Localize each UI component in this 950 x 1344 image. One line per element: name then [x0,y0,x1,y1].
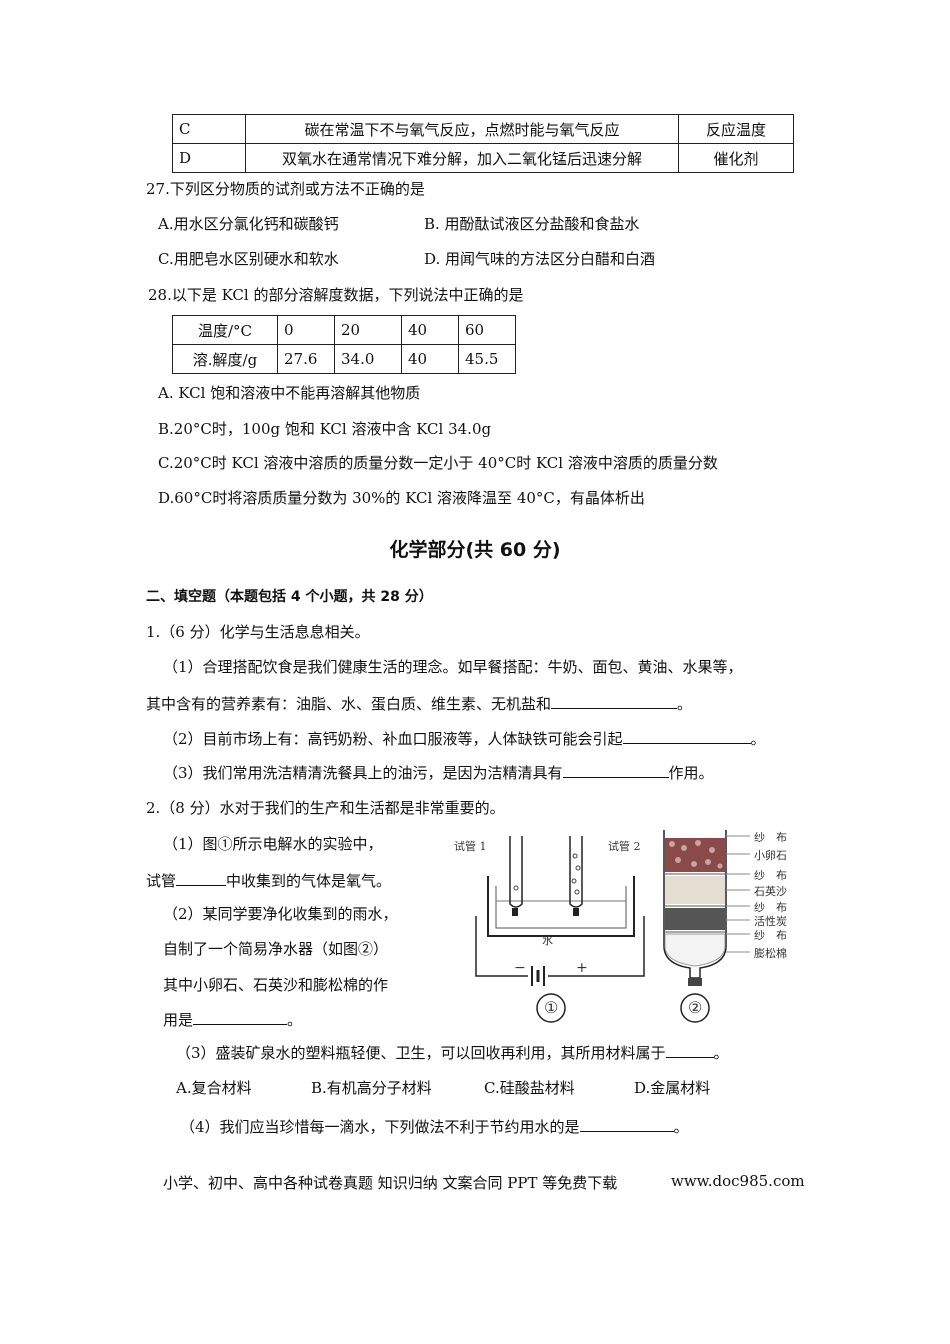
q1-part1-line1: （1）合理搭配饮食是我们健康生活的理念。如早餐搭配：牛奶、面包、黄油、水果等， [163,658,743,676]
table-cell: 20 [334,315,402,345]
table-cell: 45.5 [458,344,516,374]
punct: 。 [673,1118,689,1136]
q2-part2-text-a: 用是 [163,1011,194,1029]
q27-option-a: A.用水区分氯化钙和碳酸钙 [158,215,339,233]
table-cell: 40 [401,315,459,345]
solubility-table: 温度/°C 0 20 40 60 溶.解度/g 27.6 34.0 40 45.… [172,315,516,374]
q1-part3-end: 作用。 [668,764,714,782]
q2-part2-line4: 用是 。 [163,1009,302,1030]
q2-part1-text-b: 中收集到的气体是氧气。 [226,872,392,890]
table-cell: 溶.解度/g [172,344,278,374]
footer-link[interactable]: www.doc985.com [671,1172,805,1190]
q2-part3-option-c: C.硅酸盐材料 [484,1079,575,1097]
q1-stem: 1.（6 分）化学与生活息息相关。 [146,623,370,641]
q1-part2: （2）目前市场上有：高钙奶粉、补血口服液等，人体缺铁可能会引起 。 [163,728,766,749]
q2-stem: 2.（8 分）水对于我们的生产和生活都是非常重要的。 [146,799,505,817]
table-cell: 27.6 [277,344,335,374]
q1-part3: （3）我们常用洗洁精清洗餐具上的油污，是因为洁精清具有 作用。 [163,762,714,783]
section-title: 化学部分(共 60 分) [389,539,561,561]
row-factor: 催化剂 [678,143,794,173]
q27-stem: 27.下列区分物质的试剂或方法不正确的是 [146,180,425,198]
answer-blank[interactable] [193,1009,288,1025]
punct: 。 [287,1011,303,1029]
layer-label: 纱 布 [754,869,787,882]
layer-label: 纱 布 [754,929,787,942]
q2-part3-option-d: D.金属材料 [634,1079,711,1097]
punct: 。 [750,730,766,748]
q27-option-d: D. 用闻气味的方法区分白醋和白酒 [424,250,656,268]
layer-label: 纱 布 [754,901,787,914]
table-row: 溶.解度/g 27.6 34.0 40 45.5 [172,344,516,374]
row-content: 碳在常温下不与氧气反应，点燃时能与氧气反应 [245,114,679,144]
layer-label: 小卵石 [754,849,787,862]
q28-option-c: C.20°C时 KCl 溶液中溶质的质量分数一定小于 40°C时 KCl 溶液中… [158,454,718,472]
section-heading: 二、填空题（本题包括 4 个小题，共 28 分） [146,589,433,605]
q28-stem: 28.以下是 KCl 的部分溶解度数据，下列说法中正确的是 [148,286,524,304]
punct: 。 [677,695,693,713]
row-label: C [172,114,246,144]
q2-part2-line3: 其中小卵石、石英沙和膨松棉的作 [163,976,389,994]
q1-part3-text: （3）我们常用洗洁精清洗餐具上的油污，是因为洁精清具有 [163,764,563,782]
q28-option-b: B.20°C时，100g 饱和 KCl 溶液中含 KCl 34.0g [158,420,492,438]
q1-part1-line2: 其中含有的营养素有：油脂、水、蛋白质、维生素、无机盐和 。 [146,693,692,714]
q2-part3: （3）盛装矿泉水的塑料瓶轻便、卫生，可以回收再利用，其所用材料属于 。 [176,1042,729,1063]
table-cell: 34.0 [334,344,402,374]
table-row: C 碳在常温下不与氧气反应，点燃时能与氧气反应 反应温度 [172,114,794,144]
figure2-caption: ② [688,998,703,1017]
water-label: 水 [542,934,553,947]
footer-text: 小学、初中、高中各种试卷真题 知识归纳 文案合同 PPT 等免费下载 [163,1174,618,1192]
answer-blank[interactable] [622,728,751,744]
answer-blank[interactable] [562,762,669,778]
table-cell: 温度/°C [172,315,278,345]
layer-label: 石英沙 [754,885,787,898]
table-cell: 60 [458,315,516,345]
plus-label: + [576,960,588,976]
figure-electrolysis: 试管 1 试管 2 水 − + ① [448,826,660,1026]
q1-part2-text: （2）目前市场上有：高钙奶粉、补血口服液等，人体缺铁可能会引起 [163,730,623,748]
tube1-label: 试管 1 [454,840,487,853]
q2-part1-text-a: 试管 [146,872,177,890]
row-content: 双氧水在通常情况下难分解，加入二氧化锰后迅速分解 [245,143,679,173]
q28-option-a: A. KCl 饱和溶液中不能再溶解其他物质 [158,384,421,402]
q2-part3-text: （3）盛装矿泉水的塑料瓶轻便、卫生，可以回收再利用，其所用材料属于 [176,1044,666,1062]
tube2-label: 试管 2 [608,840,641,853]
table-cell: 40 [401,344,459,374]
answer-blank[interactable] [665,1042,714,1058]
q2-part1-line1: （1）图①所示电解水的实验中， [163,835,383,853]
q2-part3-option-a: A.复合材料 [176,1079,252,1097]
layer-label: 活性炭 [754,915,787,928]
answer-blank[interactable] [551,693,678,709]
punct: 。 [713,1044,729,1062]
row-label: D [172,143,246,173]
top-table: C 碳在常温下不与氧气反应，点燃时能与氧气反应 反应温度 D 双氧水在通常情况下… [172,114,794,173]
q2-part4-text: （4）我们应当珍惜每一滴水，下列做法不利于节约用水的是 [180,1118,580,1136]
row-factor: 反应温度 [678,114,794,144]
q27-option-b: B. 用酚酞试液区分盐酸和食盐水 [424,215,640,233]
answer-blank[interactable] [579,1116,674,1132]
layer-label: 纱 布 [754,831,787,844]
layer-label: 膨松棉 [754,947,787,960]
table-cell: 0 [277,315,335,345]
q27-option-c: C.用肥皂水区别硬水和软水 [158,250,339,268]
answer-blank[interactable] [176,870,227,886]
q2-part1-line2: 试管 中收集到的气体是氧气。 [146,870,391,891]
q2-part2-line2: 自制了一个简易净水器（如图②） [163,940,389,958]
table-row: D 双氧水在通常情况下难分解，加入二氧化锰后迅速分解 催化剂 [172,143,794,173]
q2-part4: （4）我们应当珍惜每一滴水，下列做法不利于节约用水的是 。 [180,1116,689,1137]
purifier-diagram [663,830,750,1023]
minus-label: − [514,960,526,976]
figure1-caption: ① [544,998,559,1017]
electrolysis-diagram [475,836,645,1023]
q1-part1-text: 其中含有的营养素有：油脂、水、蛋白质、维生素、无机盐和 [146,695,552,713]
table-row: 温度/°C 0 20 40 60 [172,315,516,345]
figure-water-purifier: 纱 布 小卵石 纱 布 石英沙 纱 布 活性炭 纱 布 膨松棉 ② [650,826,810,1026]
q2-part2-line1: （2）某同学要净化收集到的雨水， [163,905,398,923]
q28-option-d: D.60°C时将溶质质量分数为 30%的 KCl 溶液降温至 40°C，有晶体析… [158,489,645,507]
q2-part3-option-b: B.有机高分子材料 [311,1079,432,1097]
